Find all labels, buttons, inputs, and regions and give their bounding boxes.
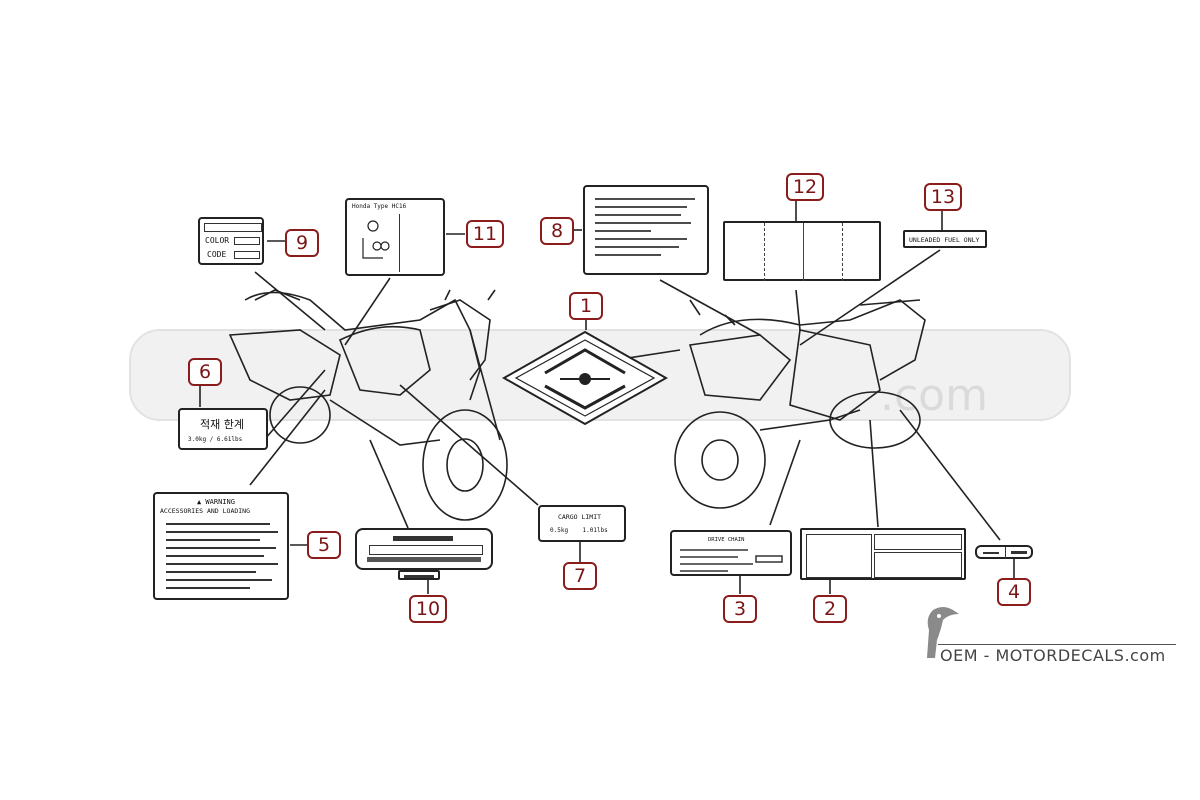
decal-9-color-code: COLOR CODE bbox=[198, 217, 264, 265]
callout-10: 10 bbox=[409, 595, 447, 623]
korean-limit-text: 적재 한계 bbox=[200, 418, 244, 431]
callout-6: 6 bbox=[188, 358, 222, 386]
decal-6-korean-limit: 적재 한계 3.0kg / 6.61lbs bbox=[178, 408, 268, 450]
decal-4 bbox=[975, 545, 1033, 559]
decal-11-type-label: Honda Type HC16 bbox=[345, 198, 445, 276]
warning-subtitle: ACCESSORIES AND LOADING bbox=[160, 507, 251, 515]
callout-11: 11 bbox=[466, 220, 504, 248]
callout-3: 3 bbox=[723, 595, 757, 623]
color-label: COLOR bbox=[205, 236, 230, 245]
warning-text-lines bbox=[166, 523, 278, 589]
decal-5-warning: ▲ WARNING ACCESSORIES AND LOADING bbox=[153, 492, 289, 600]
decal-10-tab bbox=[398, 570, 440, 580]
callout-4: 4 bbox=[997, 578, 1031, 606]
decal-12 bbox=[723, 221, 881, 281]
callout-9: 9 bbox=[285, 229, 319, 257]
decal-7-cargo-limit: CARGO LIMIT 0.5kg 1.01lbs bbox=[538, 505, 626, 542]
callout-1: 1 bbox=[569, 292, 603, 320]
left-motorcycle-sketch bbox=[228, 289, 508, 521]
code-label: CODE bbox=[207, 250, 227, 259]
decal-13-unleaded: UNLEADED FUEL ONLY bbox=[903, 230, 987, 248]
callout-7: 7 bbox=[563, 562, 597, 590]
callout-12: 12 bbox=[786, 173, 824, 201]
cargo-limit-values: 0.5kg 1.01lbs bbox=[550, 527, 608, 534]
korean-limit-values: 3.0kg / 6.61lbs bbox=[188, 436, 243, 443]
toucan-logo-icon bbox=[927, 607, 959, 658]
callout-13: 13 bbox=[924, 183, 962, 211]
decal-2 bbox=[800, 528, 966, 580]
decal-10 bbox=[355, 528, 493, 570]
decal-3-drive-chain: DRIVE CHAIN bbox=[670, 530, 792, 576]
right-motorcycle-sketch bbox=[674, 299, 926, 509]
callout-5: 5 bbox=[307, 531, 341, 559]
cargo-limit-title: CARGO LIMIT bbox=[558, 513, 602, 521]
decal-1-security-emblem bbox=[501, 330, 669, 426]
unleaded-text: UNLEADED FUEL ONLY bbox=[909, 236, 980, 244]
brand-name: OEM - MOTORDECALS.com bbox=[940, 646, 1166, 665]
brand-rule bbox=[938, 644, 1176, 645]
callout-2: 2 bbox=[813, 595, 847, 623]
engine-sketch-icon bbox=[362, 220, 390, 259]
decal-8 bbox=[583, 185, 709, 275]
honda-type-text: Honda Type HC16 bbox=[352, 203, 407, 210]
drive-chain-text: DRIVE CHAIN bbox=[708, 537, 745, 543]
callout-8: 8 bbox=[540, 217, 574, 245]
warning-title: ▲ WARNING bbox=[197, 498, 235, 506]
